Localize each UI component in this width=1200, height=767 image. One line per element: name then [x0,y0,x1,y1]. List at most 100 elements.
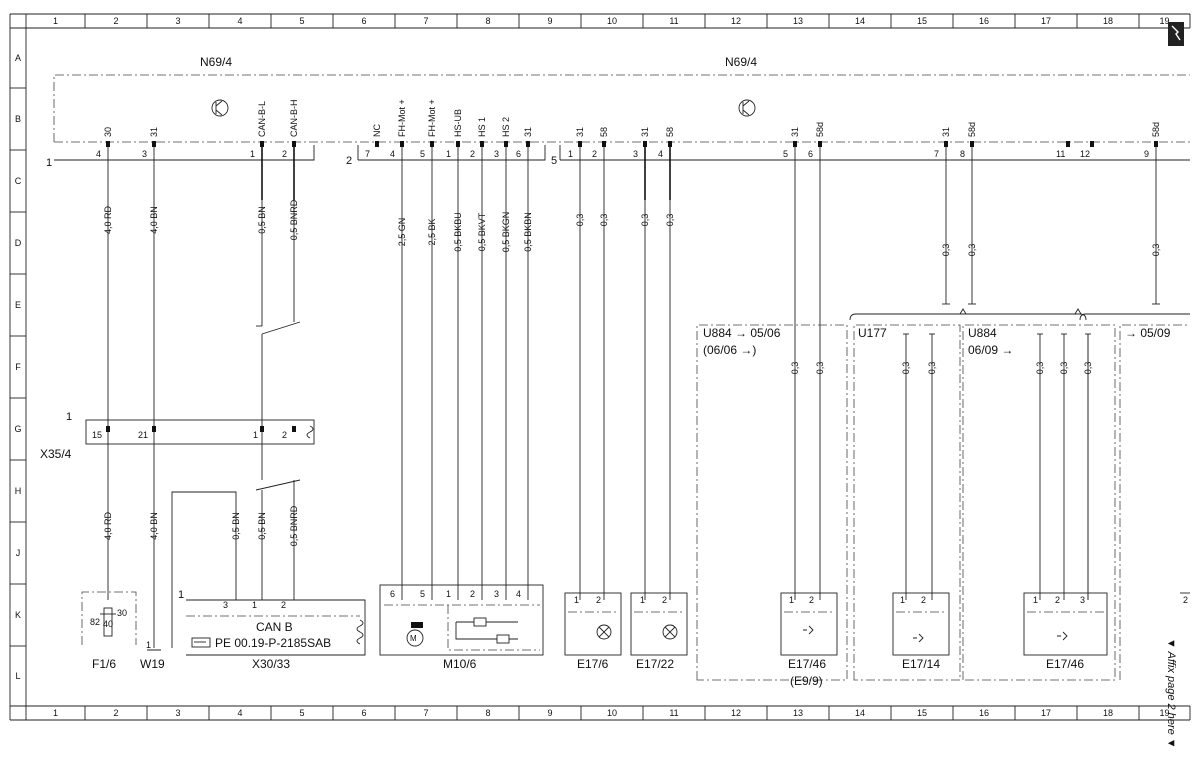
pin-signal: FH-Mot + [397,99,407,137]
grid-row-label: K [15,610,21,620]
pin-mark [430,141,434,147]
grid-column-label: 16 [979,16,989,26]
pin-mark [793,141,797,147]
pin-mark [578,141,582,147]
wire-label: 4,0 RD [103,511,113,540]
wire-label: 0,3 [927,362,937,375]
grid-column-label: 6 [361,708,366,718]
fuse-pin: 40 [103,619,113,629]
component-label-e1746b: E17/46 [1046,657,1084,671]
x35-conn-number: 1 [66,411,72,423]
grid-column-label: 6 [361,16,366,26]
pin-mark [456,141,460,147]
pin-signal: 31 [149,127,159,137]
motor-pin: 2 [470,589,475,599]
wire-label: 0,5 BKVT [477,212,487,251]
reference-hand-icon [191,637,211,648]
component-label-m106: M10/6 [443,657,477,671]
pin-signal: 58 [665,127,675,137]
grid-row-label: D [15,238,22,248]
wire-label: 2,5 BK [427,218,437,245]
pin-mark [526,141,530,147]
grid-column-label: 13 [793,16,803,26]
pin-signal: 31 [941,127,951,137]
grid-column-label: 16 [979,708,989,718]
motor-pin: 6 [390,589,395,599]
x35-pin: 1 [253,430,258,440]
pin-mark [400,141,404,147]
wire-label: 0,3 [1083,362,1093,375]
pe-reference: PE 00.19-P-2185SAB [215,636,331,650]
grid-column-label: 10 [607,16,617,26]
grid-column-label: 8 [485,16,490,26]
pin-signal: CAN-B-H [289,100,299,138]
transistor-icon [211,99,229,117]
pin-mark [818,141,822,147]
pin-number: 6 [516,149,521,159]
x35-label: X35/4 [40,447,72,461]
module-title-right: N69/4 [725,55,757,69]
grid-column-label: 19 [1159,708,1169,718]
module-boundary [53,74,1190,142]
pin-number: 4 [390,149,395,159]
pin-number: 4 [658,149,663,159]
connector-label-1: 1 [46,157,52,169]
grid-column-label: 15 [917,16,927,26]
pin-number: 2 [282,149,287,159]
pin-signal: 31 [640,127,650,137]
pin-number: 3 [494,149,499,159]
pin-signal: 58d [967,122,977,137]
pin-mark [375,141,379,147]
transistor-icon [738,99,756,117]
grid-row-label: F [15,362,21,372]
pin-mark [480,141,484,147]
wire-label: 0,3 [941,244,951,257]
led-pin: 3 [1080,595,1085,605]
grid-column-label: 5 [299,16,304,26]
pin-mark [668,141,672,147]
pin-number: 6 [808,149,813,159]
motor-m106 [379,584,544,656]
pin-mark [260,141,264,147]
grid-column-label: 9 [547,708,552,718]
module-title-left: N69/4 [200,55,232,69]
motor-m-icon: M [410,634,417,643]
w19-pin: 1 [146,640,151,650]
pin-number: 1 [446,149,451,159]
grid-row-label: B [15,114,21,124]
wire-label: 0,5 BKGN [501,212,511,253]
variant-label: U177 [858,326,887,340]
grid-column-label: 12 [731,16,741,26]
component-label-e1714: E17/14 [902,657,940,671]
pin-number: 12 [1080,149,1090,159]
pin-mark [260,426,264,432]
grid-column-label: 18 [1103,708,1113,718]
grid-column-label: 13 [793,708,803,718]
wire-label: 4,0 RD [103,205,113,234]
component-label-x3033: X30/33 [252,657,290,671]
wire-label: 0,3 [640,214,650,227]
pin-number: 3 [633,149,638,159]
can-b-label: CAN B [256,620,293,634]
wire-label: 0,3 [815,362,825,375]
led-e1746b [1023,592,1108,656]
x3033-connector [186,599,366,656]
wire-label: 0,3 [665,214,675,227]
ground-w19 [147,452,237,651]
led-e1714 [892,592,950,656]
wire-label: 0,5 BNRD [289,505,299,546]
pin-number: 1 [250,149,255,159]
component-label-e1722: E17/22 [636,657,674,671]
grid-column-label: 1 [53,16,58,26]
pin-mark [602,141,606,147]
led-pin: 2 [1055,595,1060,605]
wires [106,147,1160,600]
grid-column-label: 11 [669,16,678,26]
pin-signal: 31 [575,127,585,137]
